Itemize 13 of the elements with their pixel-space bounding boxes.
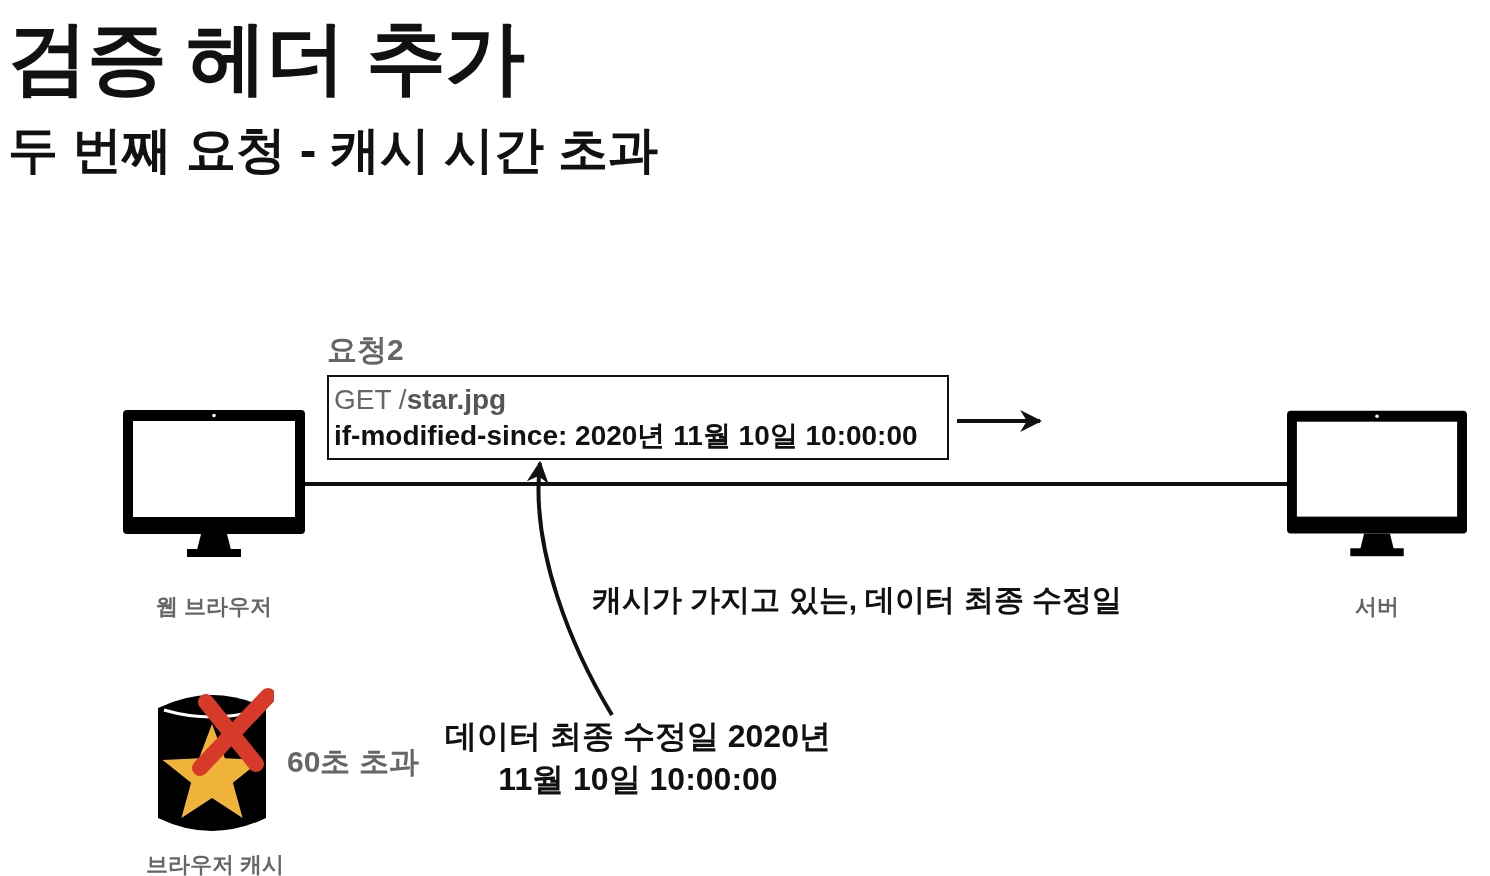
request-heading: 요청2 xyxy=(327,335,404,365)
title: 검증 헤더 추가 xyxy=(8,14,525,102)
arrow xyxy=(527,460,614,716)
device-label: 웹 브라우저 xyxy=(155,593,273,621)
subtitle: 두 번째 요청 - 캐시 시간 초과 xyxy=(8,121,658,180)
header-line: if-modified-since: 2020년 11월 10일 10:00:00 xyxy=(334,418,919,453)
annotation-text: 캐시가 가지고 있는, 데이터 최종 수정일 xyxy=(592,582,1122,618)
connector-line xyxy=(305,482,1287,486)
expiry-label: 60초 초과 xyxy=(287,744,419,780)
value-text: 데이터 최종 수정일 2020년 11월 10일 10:00:00 xyxy=(444,717,832,800)
header-line: GET /star.jpg xyxy=(334,383,508,417)
cache-label: 브라우저 캐시 xyxy=(145,851,285,876)
device-label: 서버 xyxy=(1355,593,1399,621)
